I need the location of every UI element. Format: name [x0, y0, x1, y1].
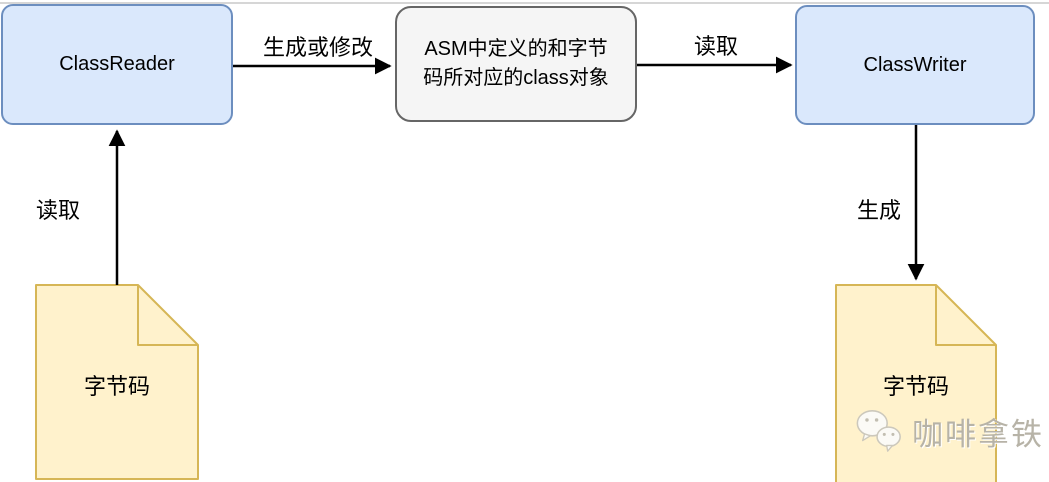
edge-label-read-right: 读取	[693, 34, 739, 59]
asm-class-object-node: ASM中定义的和字节 码所对应的class对象	[395, 6, 637, 122]
bytecode-right-label: 字节码	[882, 374, 950, 399]
class-writer-label: ClassWriter	[863, 53, 967, 76]
watermark-text: 咖啡拿铁	[912, 416, 1044, 452]
asm-class-object-label: ASM中定义的和字节 码所对应的class对象	[423, 38, 609, 89]
watermark: 咖啡拿铁	[854, 406, 1044, 456]
bytecode-document-left-shape	[35, 284, 199, 480]
top-divider	[0, 2, 1049, 4]
bytecode-left-label: 字节码	[83, 374, 151, 399]
wechat-icon	[856, 410, 901, 452]
class-reader-label: ClassReader	[59, 53, 175, 75]
class-reader-node: ClassReader	[1, 4, 233, 125]
edge-label-generate: 生成	[856, 198, 902, 223]
class-writer-node: ClassWriter	[795, 5, 1035, 125]
edge-label-generate-or-modify: 生成或修改	[262, 35, 374, 60]
edge-label-read-left: 读取	[35, 198, 81, 223]
